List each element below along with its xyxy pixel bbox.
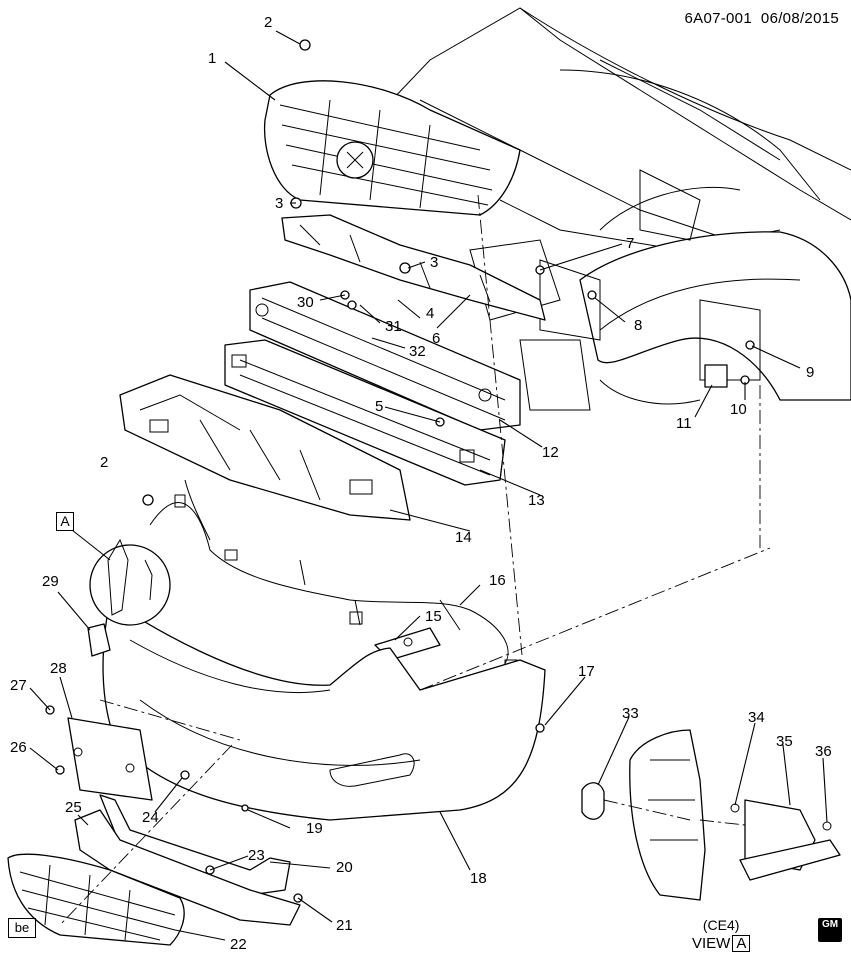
upper-grille	[263, 80, 521, 216]
callout-26: 26	[10, 739, 27, 756]
energy-absorber	[224, 339, 506, 486]
gm-logo: GM	[818, 918, 842, 942]
wiring-harness	[149, 479, 518, 671]
callout-33: 33	[622, 705, 639, 722]
front-fascia	[102, 599, 546, 821]
detail-a-magnifier	[89, 538, 171, 626]
callout-23: 23	[248, 847, 265, 864]
callout-2b: 2	[100, 454, 108, 471]
lower-grille	[7, 853, 185, 946]
footer-tag: be	[8, 918, 36, 938]
callout-22: 22	[230, 936, 247, 953]
diagram-header: 6A07-001 06/08/2015	[685, 10, 839, 27]
gm-logo-text: GM	[821, 919, 839, 930]
callout-17: 17	[578, 663, 595, 680]
view-a-detail	[581, 729, 841, 901]
detail-a-callout: A	[56, 512, 74, 531]
callout-34: 34	[748, 709, 765, 726]
lower-absorber	[119, 374, 411, 521]
view-label: VIEW	[692, 935, 731, 952]
air-deflector	[74, 809, 301, 926]
view-ref-box: A	[732, 935, 751, 952]
callout-3: 3	[275, 195, 283, 212]
callout-12: 12	[542, 444, 559, 461]
upper-tie-bar	[281, 214, 546, 321]
callout-8: 8	[634, 317, 642, 334]
diagram-date: 06/08/2015	[760, 10, 839, 27]
callout-32: 32	[409, 343, 426, 360]
callout-2: 2	[264, 14, 272, 31]
callout-3b: 3	[430, 254, 438, 271]
side-reflector	[87, 623, 111, 657]
callout-20: 20	[336, 859, 353, 876]
callout-16: 16	[489, 572, 506, 589]
callout-25: 25	[65, 799, 82, 816]
callout-28: 28	[50, 660, 67, 677]
callout-14: 14	[455, 529, 472, 546]
leader-lines	[29, 30, 828, 941]
callout-19: 19	[306, 820, 323, 837]
callout-29: 29	[42, 573, 59, 590]
callout-10: 10	[730, 401, 747, 418]
callout-27: 27	[10, 677, 27, 694]
license-plate-bracket	[67, 717, 153, 801]
diagram-id: 6A07-001	[684, 10, 752, 27]
callout-18: 18	[470, 870, 487, 887]
callout-5: 5	[375, 398, 383, 415]
callout-1: 1	[208, 50, 216, 67]
callout-36: 36	[815, 743, 832, 760]
callout-4: 4	[426, 305, 434, 322]
callout-11: 11	[676, 415, 692, 432]
callout-31: 31	[385, 318, 402, 335]
impact-bar	[249, 281, 521, 431]
callout-6: 6	[432, 330, 440, 347]
callout-35: 35	[776, 733, 793, 750]
callout-21: 21	[336, 917, 353, 934]
callout-7: 7	[626, 235, 634, 252]
callout-15: 15	[425, 608, 442, 625]
callout-30: 30	[297, 294, 314, 311]
callout-labels: 1 2 3 3 4 5 6 7 8 9 10 11 12 13 14 2 15 …	[10, 14, 832, 953]
reference-lines	[59, 194, 771, 926]
callout-13: 13	[528, 492, 545, 509]
callout-9: 9	[806, 364, 814, 381]
view-option-code: (CE4)	[702, 917, 740, 933]
callout-24: 24	[142, 809, 159, 826]
